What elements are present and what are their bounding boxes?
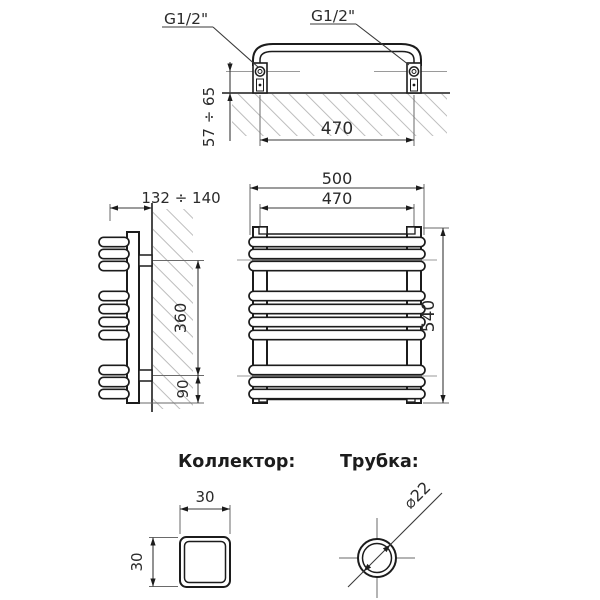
dimension-top-spacing: 470: [259, 95, 415, 146]
collector-profile-side: [126, 231, 140, 404]
collector-square-inner: [183, 540, 227, 584]
collector-height-label: 30: [128, 552, 146, 571]
front-spacing-label: 470: [322, 189, 353, 208]
front-view: 500 470: [237, 169, 449, 404]
collector-width-label: 30: [195, 488, 214, 506]
dimension-wall-offset: 57 ÷ 65: [200, 62, 233, 147]
thread-label-right: G1/2": [311, 7, 355, 25]
wall-hatch-top-view: [232, 94, 447, 136]
side-view: 132 ÷ 140: [98, 189, 221, 412]
wall-offset-label: 57 ÷ 65: [200, 87, 218, 147]
leader-line-left: [212, 26, 259, 68]
dimension-bracket-spacing: 360: [171, 260, 201, 376]
dimension-front-spacing: 470: [259, 189, 415, 226]
tube-stack-front: [248, 236, 426, 400]
dimension-overall-height: 540: [419, 227, 449, 404]
fitting-left: [252, 62, 268, 94]
top-view: G1/2" G1/2" 57 ÷ 65 470: [162, 7, 450, 147]
dimension-collector-height: 30: [128, 537, 178, 587]
overall-height-label: 540: [419, 300, 439, 332]
bottom-offset-label: 90: [174, 379, 192, 398]
collector-notch: [406, 226, 416, 235]
fitting-nut-icon: [408, 66, 420, 77]
tube-circle-inner: [361, 542, 393, 574]
leader-line-right: [355, 23, 410, 66]
tube-diameter-label: ⌀22: [400, 478, 435, 513]
tube-arc-outer: [252, 43, 422, 66]
dimension-overall-width: 500: [249, 169, 425, 235]
collector-notch: [258, 226, 268, 235]
dimension-depth: 132 ÷ 140: [109, 189, 221, 221]
thread-label-left: G1/2": [164, 10, 208, 28]
tube-stack-side: [98, 236, 130, 400]
tube-arc-inner: [259, 50, 415, 66]
dimension-collector-width: 30: [179, 488, 231, 534]
bracket-spacing-label: 360: [171, 303, 190, 334]
dimension-bottom-offset: 90: [174, 375, 201, 403]
fitting-nut-icon: [254, 66, 266, 77]
collector-heading: Коллектор:: [178, 452, 295, 472]
wall-bracket-top: [138, 254, 153, 267]
fitting-right: [406, 62, 422, 94]
wall-bracket-bottom: [138, 369, 153, 382]
collector-cross-section: Коллектор: 30 30: [128, 452, 295, 588]
tube-heading: Трубка:: [340, 452, 419, 472]
top-spacing-label: 470: [321, 119, 353, 139]
tube-cross-section: Трубка: ⌀22: [339, 452, 443, 598]
depth-label: 132 ÷ 140: [141, 189, 220, 207]
collector-square-outer: [179, 536, 231, 588]
overall-width-label: 500: [322, 169, 353, 188]
